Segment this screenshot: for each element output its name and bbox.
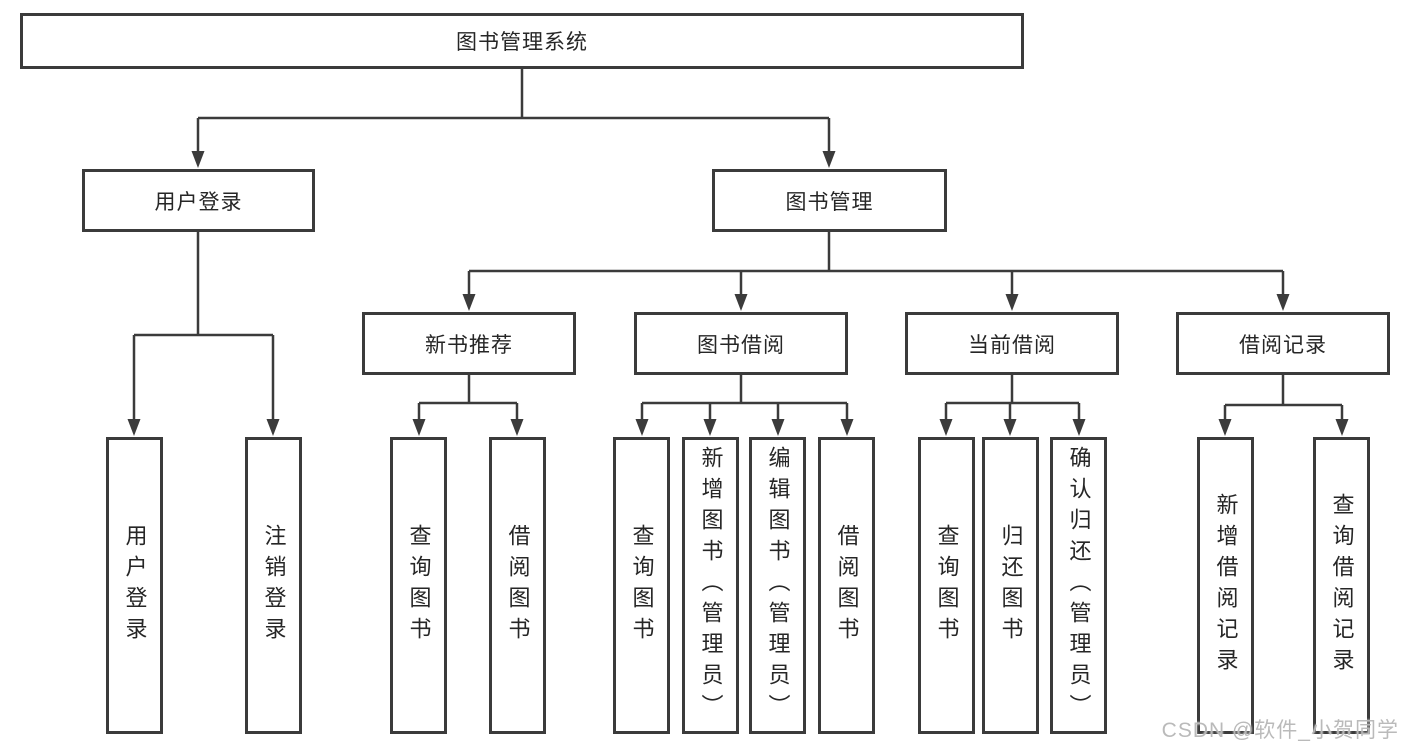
node-label: 借阅记录	[1239, 333, 1327, 357]
node-query-books-current: 查询图书	[918, 437, 975, 734]
node-confirm-return-admin: 确认归还（管理员）	[1050, 437, 1107, 734]
node-label: 确认归还（管理员）	[1066, 446, 1092, 725]
node-edit-book-admin: 编辑图书（管理员）	[749, 437, 806, 734]
node-borrow-books-leaf: 借阅图书	[818, 437, 875, 734]
node-add-book-admin: 新增图书（管理员）	[682, 437, 739, 734]
node-label: 注销登录	[261, 523, 287, 648]
node-label: 新增借阅记录	[1213, 492, 1239, 679]
node-label: 图书管理系统	[456, 31, 588, 54]
node-query-books-borrow: 查询图书	[613, 437, 670, 734]
node-user-login-leaf: 用户登录	[106, 437, 163, 734]
node-logout: 注销登录	[245, 437, 302, 734]
node-label: 图书借阅	[697, 333, 785, 357]
node-label: 当前借阅	[968, 333, 1056, 357]
node-borrow-books-recommend: 借阅图书	[489, 437, 546, 734]
node-label: 归还图书	[998, 523, 1024, 648]
node-label: 查询图书	[934, 523, 960, 648]
node-label: 新增图书（管理员）	[698, 446, 724, 725]
node-label: 编辑图书（管理员）	[765, 446, 791, 725]
node-new-book-recommendation: 新书推荐	[362, 312, 576, 375]
node-label: 借阅图书	[834, 523, 860, 648]
node-label: 新书推荐	[425, 333, 513, 357]
node-label: 图书管理	[785, 190, 874, 214]
node-label: 查询借阅记录	[1329, 492, 1355, 679]
node-borrowing-records: 借阅记录	[1176, 312, 1390, 375]
node-label: 查询图书	[406, 523, 432, 648]
node-query-borrow-record: 查询借阅记录	[1313, 437, 1370, 734]
node-add-borrow-record: 新增借阅记录	[1197, 437, 1254, 734]
node-user-login: 用户登录	[82, 169, 315, 232]
node-query-books-recommend: 查询图书	[390, 437, 447, 734]
node-label: 用户登录	[154, 190, 243, 214]
csdn-watermark: CSDN @软件_小贺同学	[1161, 719, 1399, 742]
node-label: 用户登录	[122, 523, 148, 648]
node-return-book: 归还图书	[982, 437, 1039, 734]
node-book-borrowing: 图书借阅	[634, 312, 848, 375]
node-library-management-system: 图书管理系统	[20, 13, 1024, 69]
node-book-management: 图书管理	[712, 169, 947, 232]
node-current-borrowing: 当前借阅	[905, 312, 1119, 375]
node-label: 查询图书	[629, 523, 655, 648]
node-label: 借阅图书	[505, 523, 531, 648]
